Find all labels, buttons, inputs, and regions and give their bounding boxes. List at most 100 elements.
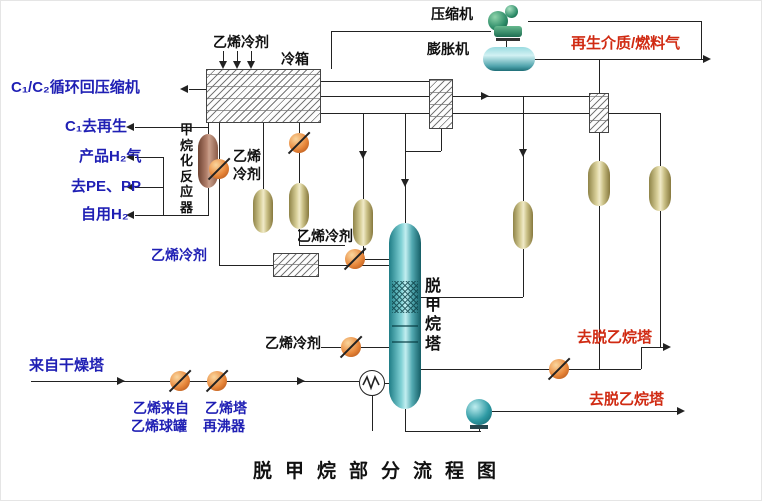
pipe: [321, 96, 589, 98]
flow-arrow: [401, 179, 409, 187]
cooler-icon-6: [207, 371, 227, 391]
cooler-icon-7: [549, 359, 569, 379]
pipe: [219, 123, 221, 159]
pipe: [331, 31, 333, 69]
label-from-dryer: 来自干燥塔: [29, 357, 105, 374]
pipe: [405, 113, 407, 223]
pipe: [405, 431, 481, 433]
flow-arrow: [247, 61, 255, 69]
column-packing: [392, 281, 418, 313]
pipe: [660, 113, 662, 166]
pump-casing: [466, 399, 492, 425]
pipe: [701, 21, 703, 59]
label-c1c2-recycle: C₁/C₂循环回压缩机: [11, 79, 140, 96]
expander-drum: [483, 47, 535, 71]
label-cold-box: 冷箱: [281, 51, 309, 67]
diagram-title: 脱甲烷部分流程图: [252, 461, 509, 482]
pipe: [31, 381, 359, 383]
label-own-h2: 自用H₂: [81, 206, 129, 223]
label-ethylene-tower-a: 乙烯塔: [205, 400, 247, 416]
pipe: [163, 157, 165, 215]
flow-arrow: [297, 377, 305, 385]
label-ethylene-refrigerant-2line: 乙烯 冷剂: [233, 148, 261, 183]
label-ethylene-refrigerant-bottom: 乙烯冷剂: [265, 335, 321, 351]
label-to-deethanizer-lower: 去脱乙烷塔: [589, 391, 665, 408]
label-compressor: 压缩机: [431, 6, 473, 22]
pipe: [372, 396, 374, 431]
separator-drum-3: [353, 199, 373, 246]
label-ethylene-refrigerant-2line-a: 乙烯: [233, 148, 261, 164]
flow-arrow: [481, 92, 489, 100]
pipe: [219, 179, 221, 265]
cooler-icon-2: [209, 159, 229, 179]
label-ethylene-refrigerant-2line-b: 冷剂: [233, 165, 261, 182]
demethanizer-column: [389, 223, 421, 409]
flow-arrow: [519, 149, 527, 157]
pipe: [321, 81, 429, 83]
plate-exchanger-1: [429, 79, 453, 129]
label-ethylene-tower-b: 再沸器: [203, 418, 245, 434]
pipe: [641, 347, 643, 369]
label-h2-product: 产品H₂气: [79, 148, 142, 165]
pipe: [660, 211, 662, 347]
reboiler-zigzag: [362, 374, 380, 391]
pipe: [263, 123, 265, 189]
label-demethanizer: 脱甲烷塔: [425, 278, 442, 353]
pipe: [321, 113, 660, 115]
pipe: [135, 215, 163, 217]
flow-arrow: [677, 407, 685, 415]
pipe: [208, 123, 210, 134]
flow-arrow: [219, 61, 227, 69]
label-to-pe-pp: 去PE、PP: [71, 178, 142, 195]
pipe: [237, 51, 239, 65]
separator-drum-5: [588, 161, 610, 206]
flow-arrow: [126, 123, 134, 131]
pipe: [405, 409, 407, 431]
pipe: [641, 347, 665, 349]
plate-exchanger-2: [589, 93, 609, 133]
pipe: [421, 297, 523, 299]
pipe: [223, 51, 225, 65]
label-ethylene-refrigerant-top: 乙烯冷剂: [213, 34, 269, 50]
separator-drum-4: [513, 201, 533, 249]
flow-arrow: [359, 151, 367, 159]
pipe: [321, 347, 341, 349]
pipe: [523, 96, 525, 201]
flow-arrow: [126, 153, 134, 161]
label-ethylene-from-a: 乙烯来自: [133, 400, 189, 416]
pipe: [528, 21, 702, 23]
compressor-body: [494, 26, 522, 37]
label-c1-regen: C₁去再生: [65, 118, 128, 135]
pipe: [441, 129, 443, 151]
pump-base: [470, 425, 488, 429]
label-regen-fuel-gas: 再生介质/燃料气: [571, 35, 681, 52]
label-ethylene-from-b: 乙烯球罐: [131, 418, 187, 434]
compressor-motor: [505, 5, 518, 18]
pipe: [135, 187, 163, 189]
pipe: [135, 157, 163, 159]
pipe: [421, 369, 641, 371]
pipe: [189, 89, 206, 91]
pipe: [599, 206, 601, 369]
cooler-icon-4: [341, 337, 361, 357]
pipe: [492, 411, 677, 413]
label-to-deethanizer-upper: 去脱乙烷塔: [577, 329, 653, 346]
pipe: [219, 265, 273, 267]
pipe: [361, 347, 389, 349]
cooler-icon-3: [345, 249, 365, 269]
pump-icon: [466, 399, 492, 429]
pipe: [385, 383, 389, 385]
pipe: [299, 153, 301, 183]
label-expander: 膨胀机: [427, 41, 469, 57]
flow-arrow: [126, 183, 134, 191]
pipe: [599, 133, 601, 161]
pipe: [163, 215, 209, 217]
flow-arrow: [126, 211, 134, 219]
pipe: [405, 151, 441, 153]
label-methanation-reactor: 甲烷化反应器: [180, 122, 194, 215]
pipe: [534, 59, 706, 61]
label-ethylene-refrigerant-left: 乙烯冷剂: [151, 247, 207, 263]
pipe: [299, 245, 345, 247]
column-tray: [392, 325, 418, 327]
